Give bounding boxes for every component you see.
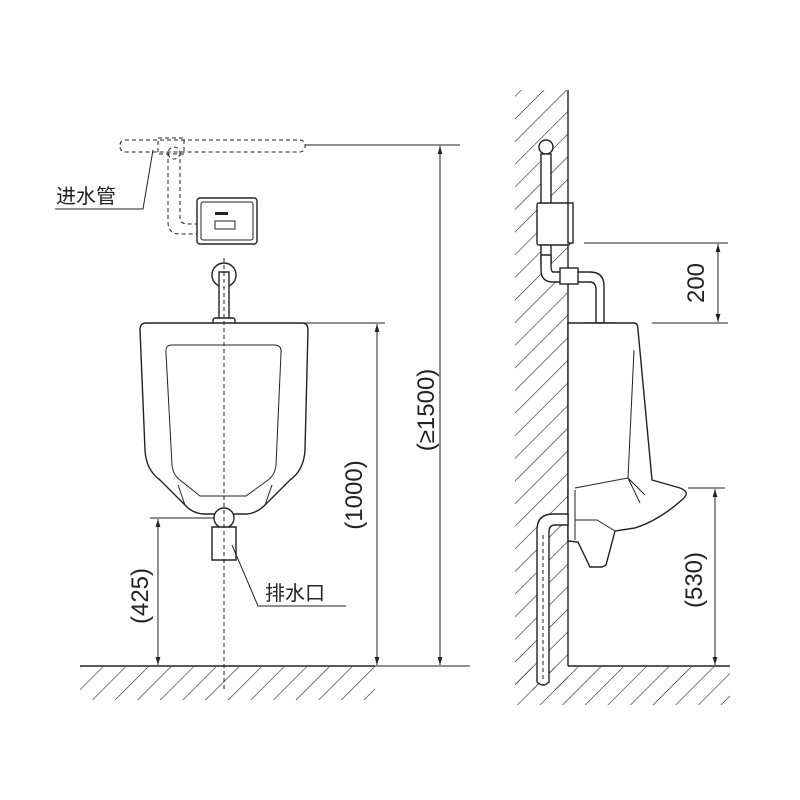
dimension-lip-height: (530) <box>681 487 725 665</box>
flush-valve-box <box>196 197 258 245</box>
side-drain-pipe <box>536 513 569 686</box>
dim-label-200: 200 <box>683 263 710 303</box>
dimension-valve-height: 200 <box>584 242 728 324</box>
dimension-drain-height: (425) <box>127 517 214 665</box>
floor-left <box>80 665 380 720</box>
side-view: 200 (530) <box>515 90 730 705</box>
brand-logo <box>215 212 228 215</box>
dim-label-1500: (≥1500) <box>413 369 440 452</box>
label-drain-outlet: 排水口 <box>231 544 346 607</box>
dimension-urinal-top: (1000) <box>230 322 385 665</box>
inlet-pipe-label: 进水管 <box>56 184 116 208</box>
front-view: (≥1500) (1000) (425) 进水管 排水口 <box>55 137 470 720</box>
drain-outlet-label: 排水口 <box>265 581 325 605</box>
dim-label-530: (530) <box>681 552 708 608</box>
urinal-side <box>567 322 687 568</box>
urinal-front <box>139 322 309 515</box>
dimension-total-height: (≥1500) <box>305 144 470 667</box>
label-inlet-pipe: 进水管 <box>55 149 154 210</box>
dim-label-425: (425) <box>127 568 154 624</box>
floor-right <box>515 665 730 705</box>
dim-label-1000: (1000) <box>341 460 368 529</box>
supply-pipe <box>119 137 306 235</box>
